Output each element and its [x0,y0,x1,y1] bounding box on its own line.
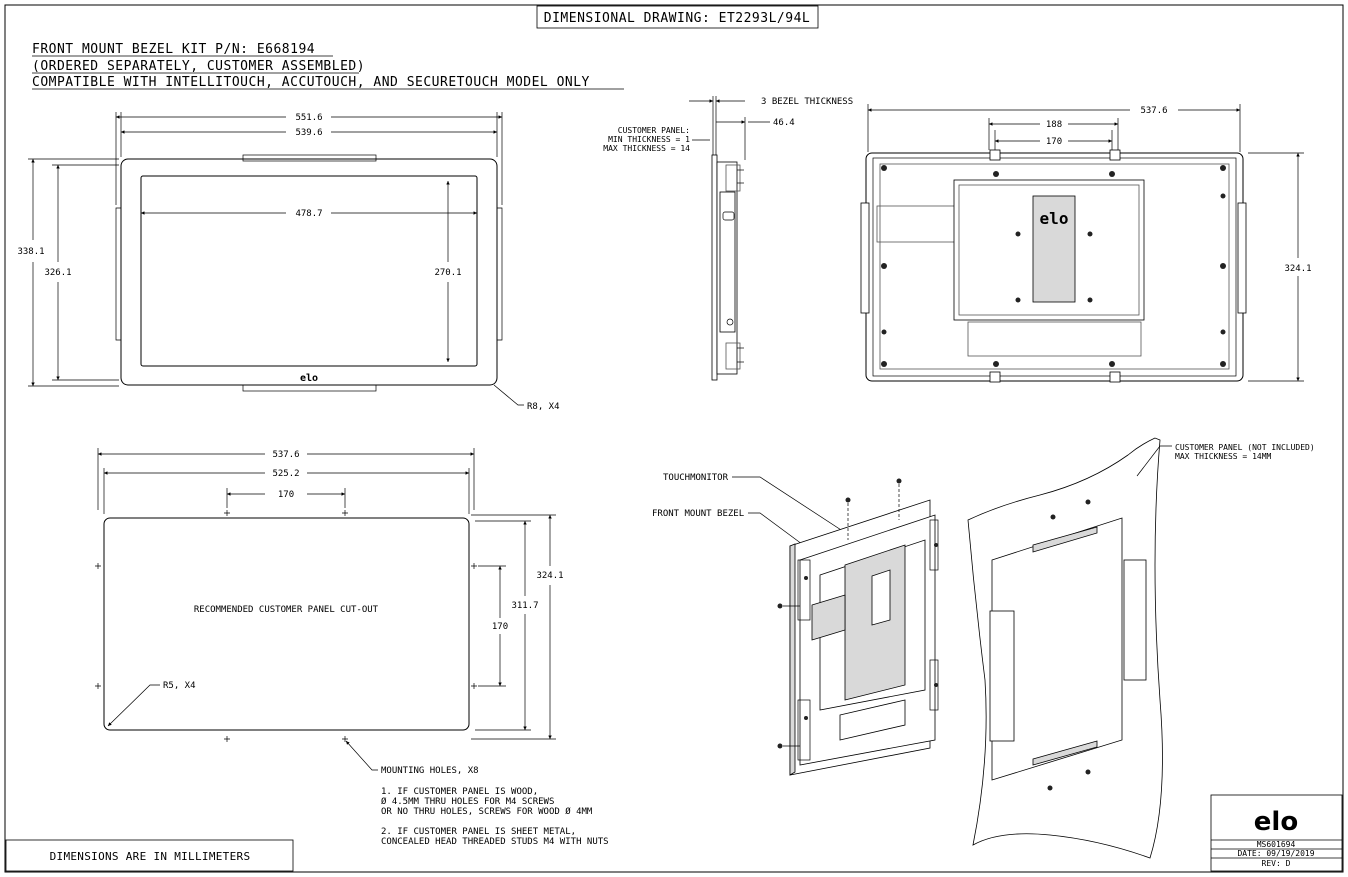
rear-elo-logo: elo [1040,209,1069,228]
bezel-thickness-label: 3 BEZEL THICKNESS [761,97,853,107]
kit-part-number: FRONT MOUNT BEZEL KIT P/N: E668194 [32,42,315,57]
mounting-holes-note: MOUNTING HOLES, X8 [381,766,479,776]
rear-vesa-outer: 188 [1046,120,1062,130]
label-touchmonitor: TOUCHMONITOR [663,473,729,483]
rear-width: 537.6 [1140,106,1167,116]
title-box [536,5,819,29]
title-block-logo: elo [1254,807,1298,837]
iso-assembly: TOUCHMONITOR FRONT MOUNT BEZEL [652,437,1315,859]
note-1-line-a: 1. IF CUSTOMER PANEL IS WOOD, [381,787,538,797]
note-1-line-b: Ø 4.5MM THRU HOLES FOR M4 SCREWS [381,796,554,807]
cutout-view: 537.6 525.2 170 RECOMMENDED CUSTOMER PAN… [95,448,609,847]
dim-front-outer-height: 338.1 [17,247,44,257]
cutout-outline [103,517,470,731]
units-note: DIMENSIONS ARE IN MILLIMETERS [50,850,251,863]
label-front-mount-bezel: FRONT MOUNT BEZEL [652,509,744,519]
label-customer-panel: CUSTOMER PANEL (NOT INCLUDED) [1175,443,1315,452]
rear-height: 324.1 [1284,264,1311,274]
dim-front-active-width: 478.7 [295,209,322,219]
drawing-title: DIMENSIONAL DRAWING: ET2293L/94L [544,11,810,26]
header-notes: FRONT MOUNT BEZEL KIT P/N: E668194 (ORDE… [32,42,624,90]
front-bezel-outline [120,158,498,386]
front-radius-note: R8, X4 [527,402,560,412]
note-2-line-b: CONCEALED HEAD THREADED STUDS M4 WITH NU… [381,837,609,847]
kit-order-note: (ORDERED SEPARATELY, CUSTOMER ASSEMBLED) [32,59,365,74]
dim-front-bezel-width: 539.6 [295,128,322,138]
side-min-thickness: MIN THICKNESS = 1 [608,135,690,144]
rear-vesa-inner: 170 [1046,137,1062,147]
dim-cutout-outer-height: 324.1 [536,571,563,581]
doc-date: DATE: 09/19/2019 [1237,849,1314,858]
label-panel-max-thickness: MAX THICKNESS = 14MM [1175,452,1272,461]
units-box [5,839,294,872]
cutout-radius-note: R5, X4 [163,681,196,691]
doc-revision: REV: D [1262,859,1291,868]
sheet-border [4,4,1344,873]
rear-view: 537.6 188 170 elo [860,104,1312,383]
side-view: 3 BEZEL THICKNESS 46.4 CUSTOMER PANEL: M… [603,96,853,381]
note-2-line-a: 2. IF CUSTOMER PANEL IS SHEET METAL, [381,827,576,837]
dim-cutout-outer-width: 537.6 [272,450,299,460]
dim-front-outer-width: 551.6 [295,113,322,123]
title-block: elo MS601694 DATE: 09/19/2019 REV: D [1210,794,1343,872]
front-elo-logo: elo [300,373,318,384]
dim-front-active-height: 270.1 [434,268,461,278]
kit-compatibility: COMPATIBLE WITH INTELLITOUCH, ACCUTOUCH,… [32,75,590,90]
side-depth: 46.4 [773,118,795,128]
front-view: elo 551.6 539.6 478.7 338.1 326.1 270. [17,112,560,412]
front-active-area [140,175,478,367]
note-1-line-c: OR NO THRU HOLES, SCREWS FOR WOOD Ø 4MM [381,806,593,817]
dim-cutout-hole-spacing: 170 [278,490,294,500]
side-panel-label: CUSTOMER PANEL: [618,126,690,135]
dim-cutout-inner-width: 525.2 [272,469,299,479]
doc-number: MS601694 [1257,840,1296,849]
cutout-label: RECOMMENDED CUSTOMER PANEL CUT-OUT [194,605,379,615]
dim-front-bezel-height: 326.1 [44,268,71,278]
dim-cutout-inner-height: 311.7 [511,601,538,611]
dim-cutout-hole-vertical: 170 [492,622,508,632]
side-max-thickness: MAX THICKNESS = 14 [603,144,690,153]
